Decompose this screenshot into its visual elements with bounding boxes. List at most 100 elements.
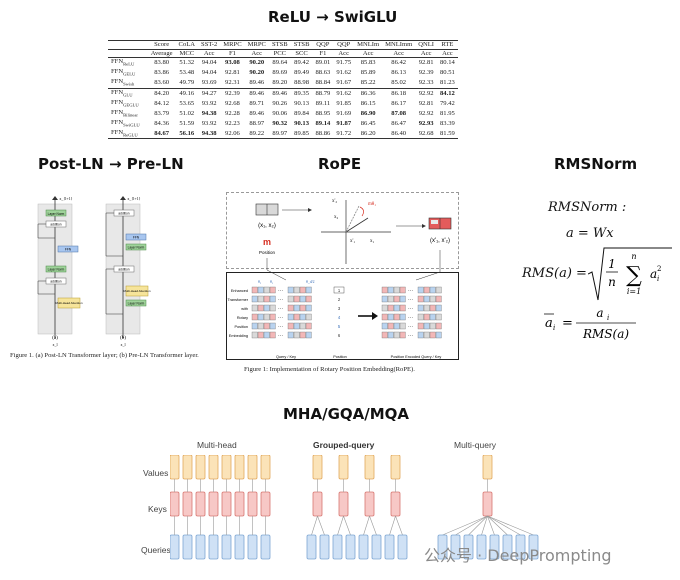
table-cell: 89.01 — [315, 59, 331, 67]
table-header-cell: Acc — [393, 49, 404, 57]
mha-key-head — [234, 491, 245, 517]
pre-ln-layernorm-bot — [125, 299, 147, 307]
rope-qk-grid-cell — [269, 313, 276, 321]
table-cell: 49.79 — [179, 79, 195, 87]
rope-qk-grid-cell — [257, 286, 264, 294]
table-header-cell: Acc — [203, 49, 215, 57]
rope-encoded-grid-cell — [399, 286, 406, 294]
table-cell: 84.36 — [154, 119, 170, 127]
mha-title-multihead: Multi-head — [197, 440, 237, 450]
rms-sum-term-sup: 2 — [657, 265, 661, 273]
rope-grids: Enhanced······1Transformer······2with···… — [227, 280, 442, 339]
rope-qk-grid-cell — [263, 295, 270, 303]
gqa-value-head — [364, 455, 375, 480]
rope-encoded-grid-cell — [381, 295, 388, 303]
rope-top-frame — [226, 192, 459, 269]
post-ln-label-a: (a) — [52, 336, 58, 341]
rope-ellipsis: ··· — [278, 306, 283, 312]
table-header-cell: SCC — [295, 49, 308, 57]
pre-ln-add-mid-label: addition — [118, 268, 129, 272]
table-cell: 90.06 — [272, 109, 288, 117]
mha-link — [389, 515, 396, 536]
rope-ellipsis: ··· — [408, 333, 413, 339]
table-cell: 86.20 — [360, 129, 376, 137]
post-pre-ln-diagram: Layer Norm addition FFN Layer Norm addit… — [37, 196, 151, 347]
table-cell: 89.46 — [249, 109, 265, 117]
mha-value-head — [247, 455, 258, 480]
table-cell: 53.65 — [179, 99, 195, 107]
table-cell: 88.95 — [315, 109, 331, 117]
table-cell: 84.67 — [154, 129, 170, 137]
row-name: FFNGEGLU — [108, 99, 148, 109]
table-cell: 49.16 — [179, 90, 195, 98]
rope-qk-grid-cell — [305, 322, 312, 330]
rope-encoded-grid-cell — [387, 304, 394, 312]
rope-encoded-grid-cell — [423, 313, 430, 321]
table-cell: 91.67 — [336, 79, 352, 87]
rope-encoded-grid-cell — [435, 295, 442, 303]
rope-qk-grid-cell — [305, 331, 312, 339]
table-cell: 89.46 — [249, 79, 265, 87]
header-mha-gqa-mqa: MHA/GQA/MQA — [283, 405, 410, 423]
row-name-sub: ReGLU — [123, 131, 138, 137]
table-cell: 92.06 — [225, 129, 240, 137]
rope-ellipsis: ··· — [278, 315, 283, 321]
rope-qk-grid-cell — [299, 286, 306, 294]
mha-link — [369, 515, 377, 536]
rope-qk-grid-cell — [287, 331, 294, 339]
rope-qk-grid-cell — [287, 313, 294, 321]
pre-ln-attention-label: Multi-Head Attention — [123, 289, 150, 293]
rope-qk-grid-cell — [299, 304, 306, 312]
row-name-base: FFN — [111, 78, 124, 85]
rope-ellipsis: ··· — [278, 324, 283, 330]
table-cell: 92.81 — [225, 69, 240, 77]
table-header-cell: F1 — [228, 49, 236, 57]
rope-encoded-grid-cell — [429, 322, 436, 330]
table-header-cell: QQP — [316, 41, 330, 48]
rope-qk-grid-cell — [269, 286, 276, 294]
table-cell: 51.32 — [179, 59, 195, 67]
rope-encoded-grid-cell — [429, 286, 436, 294]
table-cell: 92.92 — [418, 109, 434, 117]
table-cell: 92.81 — [418, 59, 434, 67]
table-cell: 93.69 — [201, 79, 217, 87]
rope-word: Embedding — [229, 334, 248, 338]
rope-ellipsis: ··· — [408, 297, 413, 303]
rms-sum-bot: i=1 — [627, 287, 641, 296]
post-ln-add-top-label: addition — [50, 223, 61, 227]
table-cell: 94.38 — [201, 129, 217, 137]
rope-encoded-grid-cell — [417, 322, 424, 330]
pre-ln-layernorm-mid-label: Layer Norm — [128, 246, 145, 250]
table-cell: 88.86 — [315, 129, 331, 137]
pre-ln-x-bottom: x_l — [120, 342, 126, 347]
rope-encoded-grid-cell — [429, 313, 436, 321]
row-name: FFNGELU — [108, 68, 148, 78]
rope-encoded-grid-cell — [381, 286, 388, 294]
table-cell: 56.16 — [179, 129, 195, 137]
table-cell: 92.39 — [225, 90, 240, 98]
rope-axis-x2p: x'₂ — [332, 199, 337, 204]
post-pre-ln-caption: Figure 1. (a) Post-LN Transformer layer;… — [10, 352, 199, 359]
rms-norm-lhs: a — [545, 316, 553, 331]
rope-position-number: 2 — [338, 297, 341, 302]
pre-ln-ffn — [125, 233, 147, 241]
table-cell: 89.71 — [249, 99, 265, 107]
rope-encoded-grid-cell — [381, 322, 388, 330]
rope-encoded-grid-cell — [423, 286, 430, 294]
rope-encoded-grid-cell — [381, 331, 388, 339]
rope-encoded-grid-cell — [435, 313, 442, 321]
pre-ln-column: addition FFN Layer Norm addition Multi-H… — [105, 196, 151, 347]
row-name: FFNGLU — [108, 88, 148, 98]
table-cell: 86.40 — [391, 129, 407, 137]
rope-encoded-grid-cell — [417, 304, 424, 312]
row-name: FFNSwish — [108, 78, 148, 88]
table-cell: 94.04 — [201, 69, 217, 77]
table-cell: 91.87 — [336, 119, 352, 127]
rope-qk-grid-cell — [293, 322, 300, 330]
rope-qk-grid-cell — [257, 331, 264, 339]
mha-title-grouped: Grouped-query — [313, 440, 375, 450]
table-cell: 80.51 — [440, 69, 455, 77]
rope-encoded-grid-cell — [399, 322, 406, 330]
table-cell: 86.18 — [391, 90, 407, 98]
